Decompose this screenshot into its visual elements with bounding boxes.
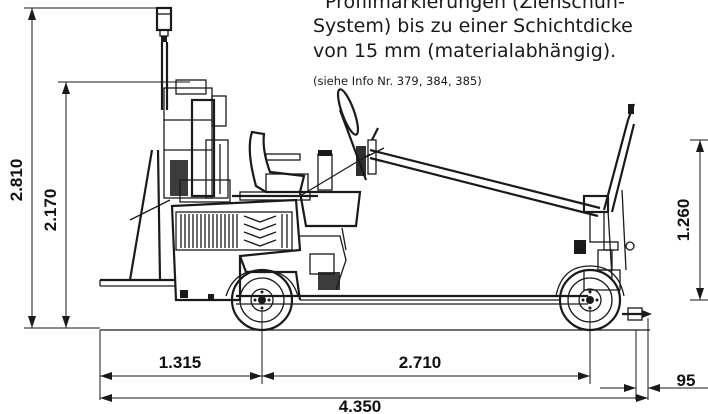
rear-frame (99, 149, 175, 287)
dimension-overall-length: 4.350 (100, 394, 648, 414)
engine-housing (170, 198, 302, 302)
dimension-overall-height: 2.810 (7, 7, 168, 329)
front-mast (602, 103, 636, 279)
label-overall-height: 2.810 (7, 159, 26, 202)
label-rear-overhang: 1.315 (159, 353, 202, 372)
dimension-seat-height: 2.170 (41, 81, 190, 328)
label-front-height: 1.260 (674, 199, 693, 242)
label-overall-length: 4.350 (339, 397, 382, 414)
machine (99, 6, 652, 332)
description-line-3: von 15 mm (materialabhängig). (313, 40, 617, 62)
dimension-rear-overhang: 1.315 (99, 310, 263, 400)
label-front-overhang: 95 (677, 371, 696, 390)
drawbar (299, 148, 601, 218)
dimension-wheelbase: 2.710 (262, 310, 591, 384)
label-seat-height: 2.170 (41, 189, 60, 232)
cooling-grille (180, 214, 288, 248)
front-assembly (574, 194, 652, 321)
chassis (236, 227, 588, 305)
steering-console (298, 88, 385, 228)
dimension-front-overhang: 95 (600, 318, 708, 400)
label-wheelbase: 2.710 (399, 353, 442, 372)
dimension-front-height: 1.260 (674, 139, 708, 301)
description-line-2: System) bis zu einer Schichtdicke (313, 15, 633, 37)
engine-tower (163, 79, 231, 203)
description-reference: (siehe Info Nr. 379, 384, 385) (313, 74, 482, 88)
description-line-1: Profilmarkierungen (Ziehschuh- (325, 0, 625, 13)
beacon-light (155, 6, 173, 110)
operator-seat (232, 130, 318, 201)
